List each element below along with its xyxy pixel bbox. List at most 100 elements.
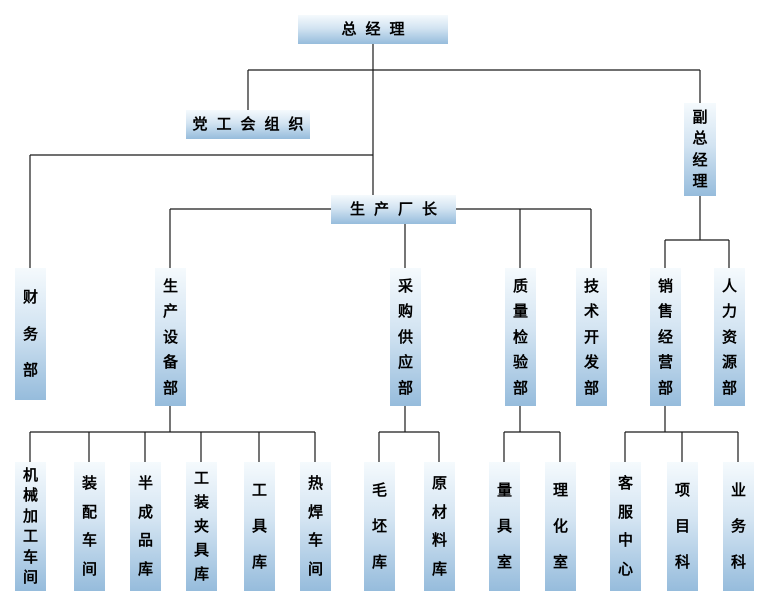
node-char: 间 [81, 561, 97, 579]
node-char: 具 [251, 518, 267, 535]
node-char: 具 [496, 518, 512, 535]
node-char: 室 [496, 554, 512, 571]
connector-finance-branch [29, 154, 373, 268]
node-char: 党 [192, 116, 208, 133]
node-char: 夹 [193, 518, 209, 535]
node-char: 开 [583, 328, 599, 346]
node-char: 部 [22, 362, 38, 380]
node-char: 量 [512, 303, 528, 320]
node-char: 应 [397, 354, 413, 371]
node-char: 机 [22, 466, 38, 484]
node-char: 工 [216, 116, 232, 133]
node-char: 间 [22, 569, 38, 587]
node-char: 库 [431, 561, 447, 579]
connector-equipment-children [29, 406, 316, 462]
org-node-general-manager: 总经理 [298, 15, 448, 44]
connector-gm-branch [247, 69, 701, 110]
node-char: 副 [692, 108, 708, 126]
node-char: 原 [431, 474, 447, 492]
node-char: 心 [617, 561, 633, 579]
node-char: 经 [365, 21, 381, 38]
org-node-party-union: 党工会组织 [186, 110, 310, 139]
node-char: 术 [583, 303, 599, 320]
node-char: 中 [617, 532, 633, 550]
connector-purchasing-children [378, 406, 440, 462]
node-char: 总 [692, 130, 708, 148]
org-node-welding-workshop: 热焊车间 [300, 462, 331, 591]
node-char: 车 [22, 548, 38, 566]
node-char: 发 [583, 354, 599, 371]
node-char: 理 [692, 173, 708, 191]
org-node-machining-workshop: 机械加工车间 [15, 462, 46, 591]
node-char: 部 [583, 379, 599, 397]
node-char: 产 [162, 303, 178, 320]
node-char: 目 [674, 518, 690, 535]
node-char: 库 [251, 554, 267, 571]
node-char: 科 [730, 554, 746, 571]
node-char: 加 [22, 507, 38, 525]
org-node-finance-dept: 财务部 [15, 268, 46, 400]
node-char: 项 [674, 482, 690, 499]
node-char: 业 [730, 482, 746, 499]
node-char: 经 [657, 328, 673, 346]
node-char: 会 [240, 116, 256, 133]
node-char: 人 [721, 277, 737, 295]
node-char: 售 [657, 303, 673, 320]
node-char: 装 [193, 494, 209, 511]
node-char: 务 [730, 518, 746, 535]
org-node-assembly-workshop: 装配车间 [74, 462, 105, 591]
node-char: 材 [431, 503, 447, 521]
node-char: 车 [81, 532, 97, 550]
node-char: 销 [657, 277, 673, 295]
node-char: 理 [552, 482, 568, 499]
node-char: 资 [721, 328, 737, 346]
org-node-customer-service-center: 客服中心 [610, 462, 641, 591]
node-char: 总 [341, 21, 357, 38]
node-char: 坯 [371, 518, 387, 535]
connector-proddir-right [456, 208, 592, 268]
node-char: 毛 [371, 482, 387, 499]
org-node-purchasing-supply-dept: 采购供应部 [390, 268, 421, 406]
org-node-physicochemical-room: 理化室 [545, 462, 576, 591]
node-char: 室 [552, 554, 568, 571]
node-char: 采 [397, 277, 413, 295]
node-char: 厂 [398, 201, 414, 218]
node-char: 间 [307, 561, 323, 579]
node-char: 购 [397, 303, 413, 320]
node-char: 车 [307, 532, 323, 550]
org-node-tooling-fixture-warehouse: 工装夹具库 [186, 462, 217, 591]
node-char: 部 [657, 379, 673, 397]
node-char: 组 [264, 116, 280, 133]
org-node-hr-dept: 人力资源部 [714, 268, 745, 406]
node-char: 务 [22, 325, 38, 343]
node-char: 供 [397, 328, 413, 346]
connector-quality-children [503, 406, 561, 462]
node-char: 量 [496, 482, 512, 499]
connector-deputy-branch [664, 196, 730, 268]
org-node-semifinished-warehouse: 半成品库 [130, 462, 161, 591]
org-node-business-section: 业务科 [723, 462, 754, 591]
node-char: 织 [288, 116, 304, 133]
node-char: 产 [373, 201, 389, 218]
node-char: 化 [552, 518, 568, 535]
node-char: 理 [389, 21, 405, 38]
org-node-production-equipment-dept: 生产设备部 [155, 268, 186, 406]
node-char: 质 [512, 277, 528, 295]
org-node-raw-material-warehouse: 原材料库 [424, 462, 455, 591]
node-char: 装 [81, 474, 97, 492]
org-node-tech-development-dept: 技术开发部 [576, 268, 607, 406]
org-node-sales-operations-dept: 销售经营部 [650, 268, 681, 406]
node-char: 工 [251, 482, 267, 499]
node-char: 生 [349, 201, 365, 218]
node-char: 库 [193, 566, 209, 583]
org-node-tool-warehouse: 工具库 [244, 462, 275, 591]
node-char: 部 [721, 379, 737, 397]
org-node-gauge-room: 量具室 [489, 462, 520, 591]
node-char: 经 [692, 151, 708, 169]
node-char: 工 [193, 470, 209, 487]
node-char: 热 [307, 474, 323, 492]
node-char: 客 [617, 474, 633, 492]
node-char: 具 [193, 542, 209, 559]
node-char: 验 [512, 354, 528, 371]
